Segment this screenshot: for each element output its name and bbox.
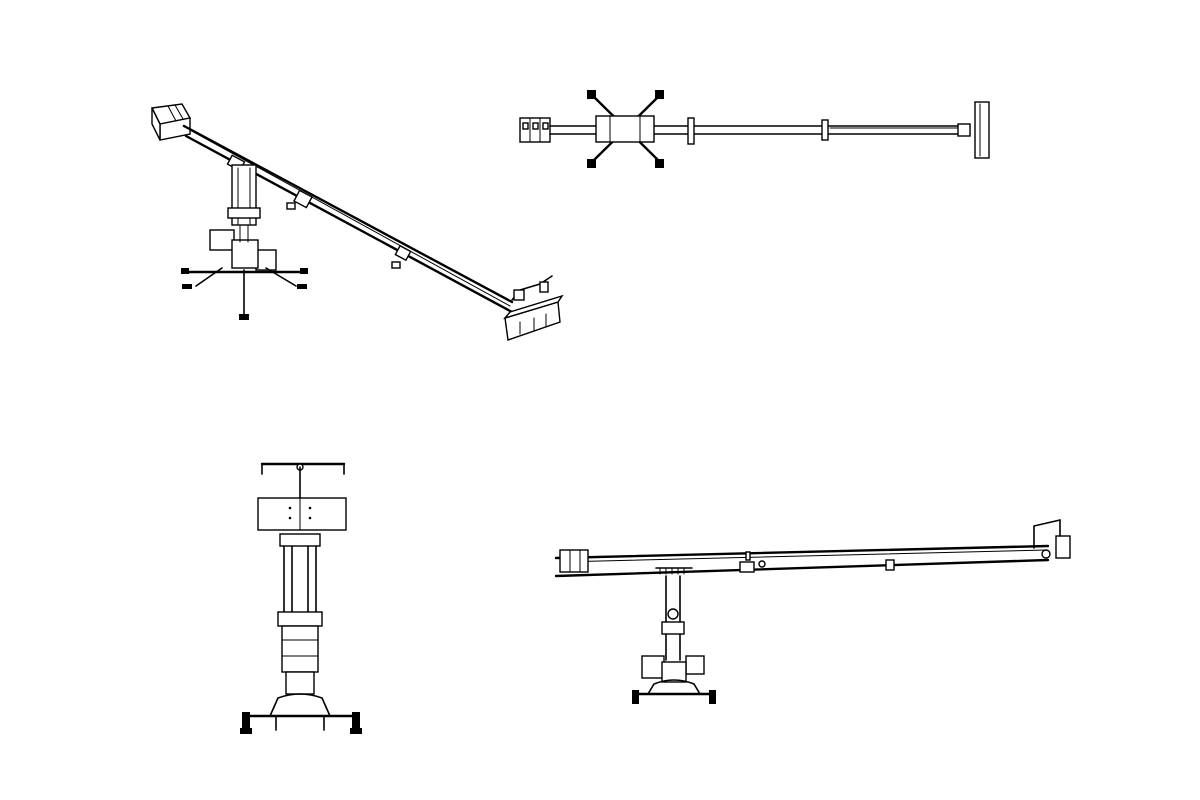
side-pivot [655,567,693,575]
iso-base [181,267,308,320]
iso-camera-head [502,275,564,341]
side-arm [554,544,1050,578]
front-view [240,462,362,734]
front-base [240,693,362,734]
top-legs [587,90,664,168]
side-camera-head [1033,519,1071,559]
top-camera-head [974,101,990,159]
iso-column [209,164,277,271]
side-view [554,519,1071,704]
isometric-view [150,103,564,341]
side-base [632,679,716,704]
iso-counterweight [150,103,192,141]
top-view [519,90,990,168]
front-box [257,497,347,531]
front-crossbar [260,462,346,499]
top-counterweight [519,117,551,143]
front-column [277,533,323,695]
side-column [641,575,705,683]
